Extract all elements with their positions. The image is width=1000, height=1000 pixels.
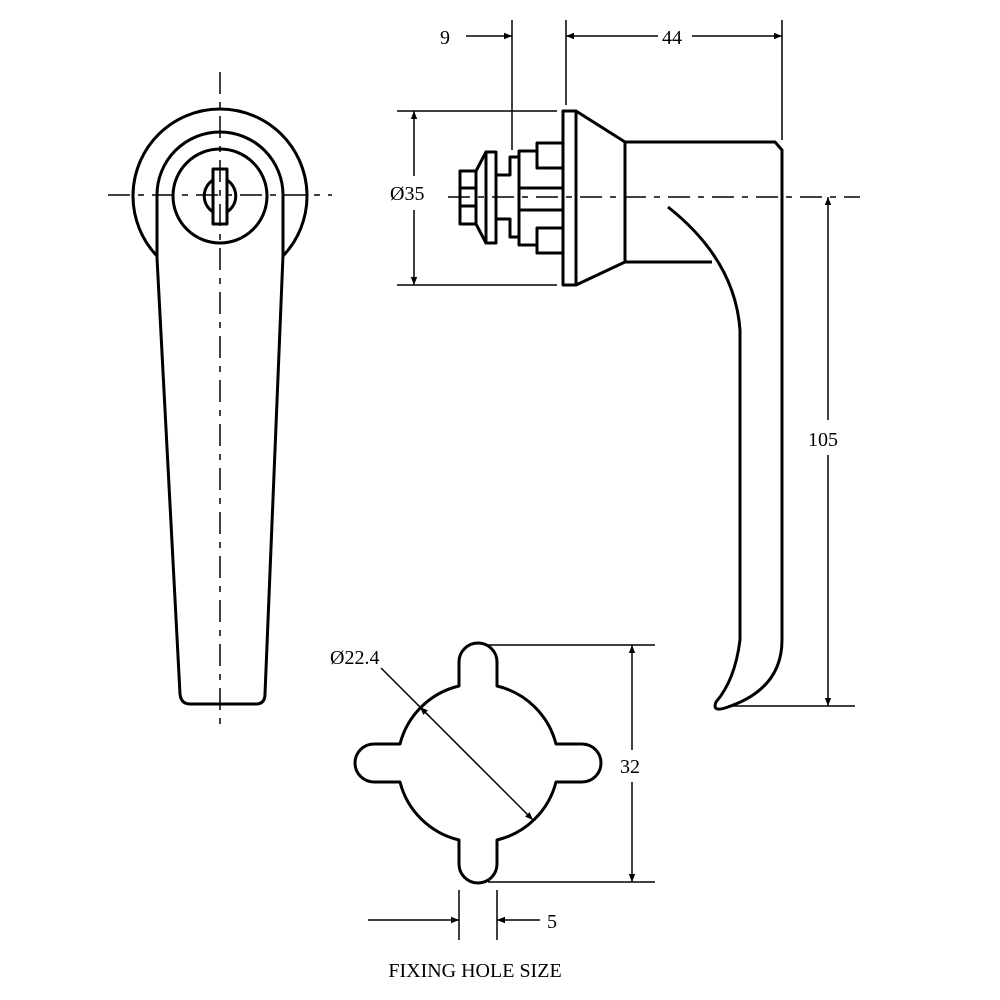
dim-35-label: Ø35 (390, 183, 424, 205)
dim-32-label: 32 (620, 756, 640, 778)
side-dimensions: 9 44 Ø35 105 (390, 20, 855, 707)
dim-44-label: 44 (662, 27, 682, 49)
handle-lever-front (155, 254, 285, 706)
lock-cylinder-face (171, 147, 269, 245)
side-view (448, 109, 860, 711)
dim-5-label: 5 (547, 911, 557, 933)
dim-22-4-label: Ø22.4 (330, 647, 379, 669)
dim-9-label: 9 (440, 27, 450, 49)
front-view (108, 72, 332, 725)
flange (561, 109, 578, 287)
lock-body-bottom (496, 217, 565, 255)
keyhole-icon (211, 167, 229, 226)
fixing-hole-shape (353, 641, 603, 885)
caption: FIXING HOLE SIZE (388, 960, 561, 982)
dim-22-4-arrow (380, 667, 534, 821)
lock-nut (458, 169, 478, 226)
dim-105-label: 105 (808, 429, 838, 451)
cone-boss (575, 109, 627, 287)
handle-head-outline (155, 130, 285, 258)
lock-body-top (496, 141, 565, 177)
key-plug (202, 178, 238, 214)
handle-lever-side (625, 140, 784, 711)
fixing-hole-view: Ø22.4 32 5 FIXING HOLE SIZE (330, 641, 655, 982)
outer-rosette (131, 107, 309, 258)
